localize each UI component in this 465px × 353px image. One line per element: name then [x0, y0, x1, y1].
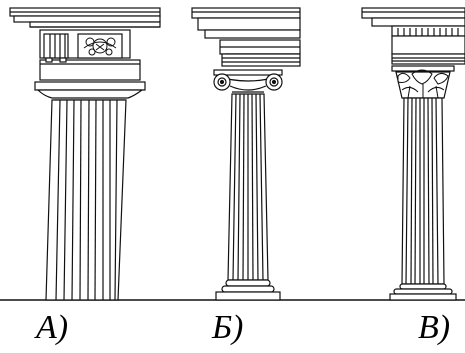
metope-ornament-icon — [83, 37, 117, 56]
label-ionic: Б) — [212, 309, 244, 346]
corinthian-column — [361, 7, 465, 301]
corinthian-cornice — [361, 7, 465, 27]
doric-shaft — [45, 99, 127, 301]
ionic-column — [191, 7, 301, 301]
corinthian-capital — [391, 65, 455, 99]
corinthian-shaft — [401, 97, 445, 285]
doric-capital — [34, 81, 146, 101]
ionic-base — [215, 279, 281, 301]
volute-left-icon — [213, 73, 231, 91]
ionic-shaft — [227, 93, 269, 281]
doric-cornice — [9, 7, 161, 28]
ionic-cornice — [191, 7, 301, 39]
corinthian-base — [389, 283, 457, 301]
ionic-frieze — [219, 39, 301, 67]
doric-column — [9, 7, 161, 301]
doric-architrave — [39, 57, 141, 81]
label-doric: А) — [36, 309, 69, 346]
acanthus-leaves-icon — [397, 69, 449, 99]
ionic-capital — [213, 69, 283, 93]
corinthian-frieze — [391, 35, 465, 65]
label-corinthian: В) — [418, 309, 451, 346]
volute-right-icon — [265, 73, 283, 91]
doric-frieze — [39, 29, 131, 59]
corinthian-dentils — [391, 25, 465, 37]
